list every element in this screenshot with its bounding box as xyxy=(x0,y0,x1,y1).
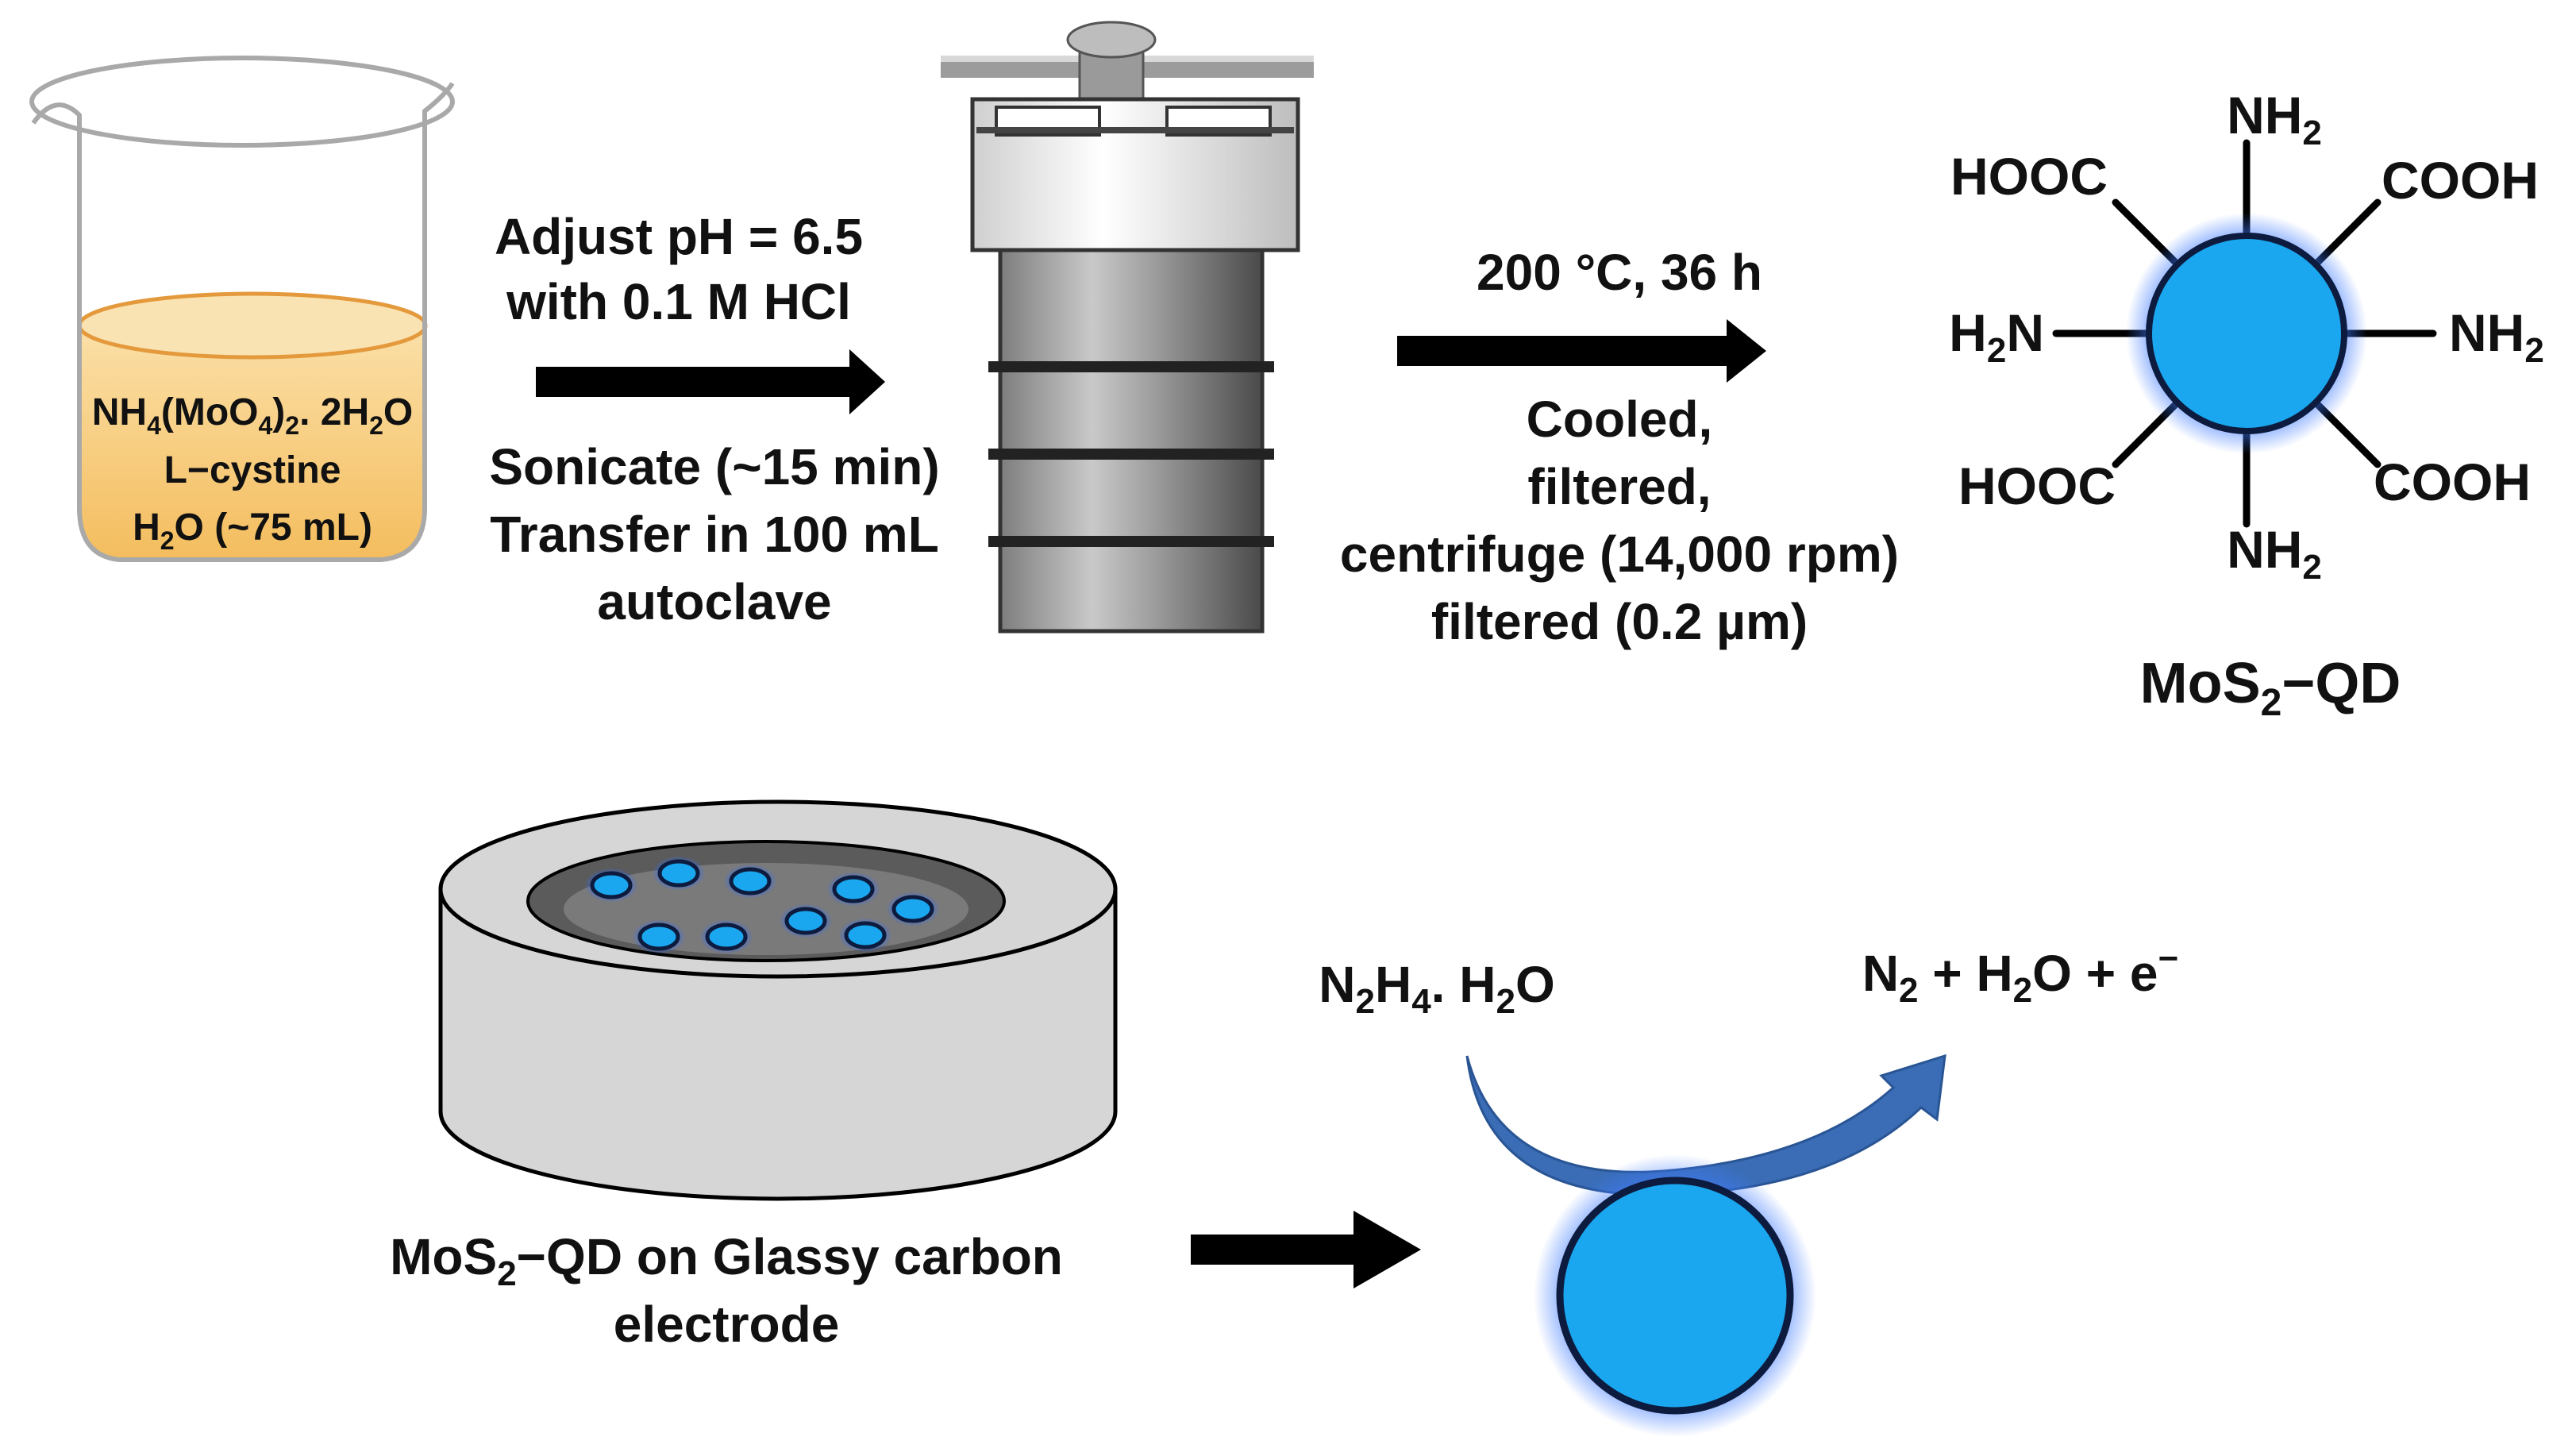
group-bottom-right: COOH xyxy=(2374,453,2531,511)
beaker-rim xyxy=(29,56,455,148)
mos2-qd-structure: NH2 NH2 NH2 H2N HOOC COOH HOOC COOH MoS2… xyxy=(1949,86,2544,724)
beaker: NH4(MoO4)2. 2H2O L−cystine H2O (~75 mL) xyxy=(29,56,455,562)
qd-dot xyxy=(784,907,827,935)
qd-dot xyxy=(891,895,934,923)
step-2-below-3: centrifuge (14,000 rpm) xyxy=(1340,526,1899,583)
step-2-below-1: Cooled, xyxy=(1527,391,1713,448)
step-2-below-4: filtered (0.2 µm) xyxy=(1431,593,1808,650)
electrode-quantum-dots xyxy=(584,856,940,954)
group-bottom-left: HOOC xyxy=(1958,456,2116,515)
step-1-below-1: Sonicate (~15 min) xyxy=(489,438,939,495)
group-left: H2N xyxy=(1949,303,2044,370)
electrode-qd-particle xyxy=(1556,1177,1794,1415)
beaker-line-1: NH4(MoO4)2. 2H2O xyxy=(92,391,414,440)
group-top-right: COOH xyxy=(2382,151,2539,210)
step-1-above-1: Adjust pH = 6.5 xyxy=(495,208,863,265)
qd-dot xyxy=(729,867,772,896)
step-2-arrow xyxy=(1397,319,1766,383)
step-2-above: 200 °C, 36 h xyxy=(1477,244,1762,301)
qd-dot xyxy=(637,923,680,951)
qd-dot xyxy=(844,921,887,949)
hydrazine-oxidation: N2H4. H2O N2 + H2O + e− xyxy=(1319,939,2178,1437)
autoclave-body xyxy=(998,248,1265,634)
qd-dot xyxy=(657,859,700,888)
reactant-label: N2H4. H2O xyxy=(1319,956,1554,1021)
curved-reaction-arrow xyxy=(1465,1053,1946,1196)
group-right: NH2 xyxy=(2449,303,2544,370)
qd-particle xyxy=(2146,233,2347,434)
step-1-arrow xyxy=(536,349,885,414)
qd-dot xyxy=(705,923,748,951)
group-top-left: HOOC xyxy=(1950,147,2108,206)
beaker-line-3: H2O (~75 mL) xyxy=(133,507,372,555)
qd-dot xyxy=(832,875,875,903)
group-bottom: NH2 xyxy=(2227,520,2322,587)
step-1-below-3: autoclave xyxy=(597,573,831,630)
step-1-above-2: with 0.1 M HCl xyxy=(506,273,851,330)
step-1: Adjust pH = 6.5 with 0.1 M HCl Sonicate … xyxy=(489,208,939,630)
qd-dot xyxy=(590,871,633,899)
step-1-below-2: Transfer in 100 mL xyxy=(490,506,939,563)
qd-caption: MoS2−QD xyxy=(2140,652,2401,724)
electrode-caption-2: electrode xyxy=(614,1296,840,1353)
autoclave xyxy=(941,21,1314,634)
beaker-solution-surface xyxy=(77,291,428,360)
step-2: 200 °C, 36 h Cooled, filtered, centrifug… xyxy=(1340,244,1899,650)
step-3-arrow xyxy=(1191,1211,1421,1288)
step-2-below-2: filtered, xyxy=(1527,458,1711,515)
glassy-carbon-electrode: MoS2−QD on Glassy carbon electrode xyxy=(390,799,1118,1353)
group-top: NH2 xyxy=(2227,86,2322,152)
electrode-caption-1: MoS2−QD on Glassy carbon xyxy=(390,1228,1063,1293)
product-label: N2 + H2O + e− xyxy=(1862,939,2178,1010)
beaker-line-2: L−cystine xyxy=(164,449,341,491)
beaker-glass xyxy=(31,82,455,562)
